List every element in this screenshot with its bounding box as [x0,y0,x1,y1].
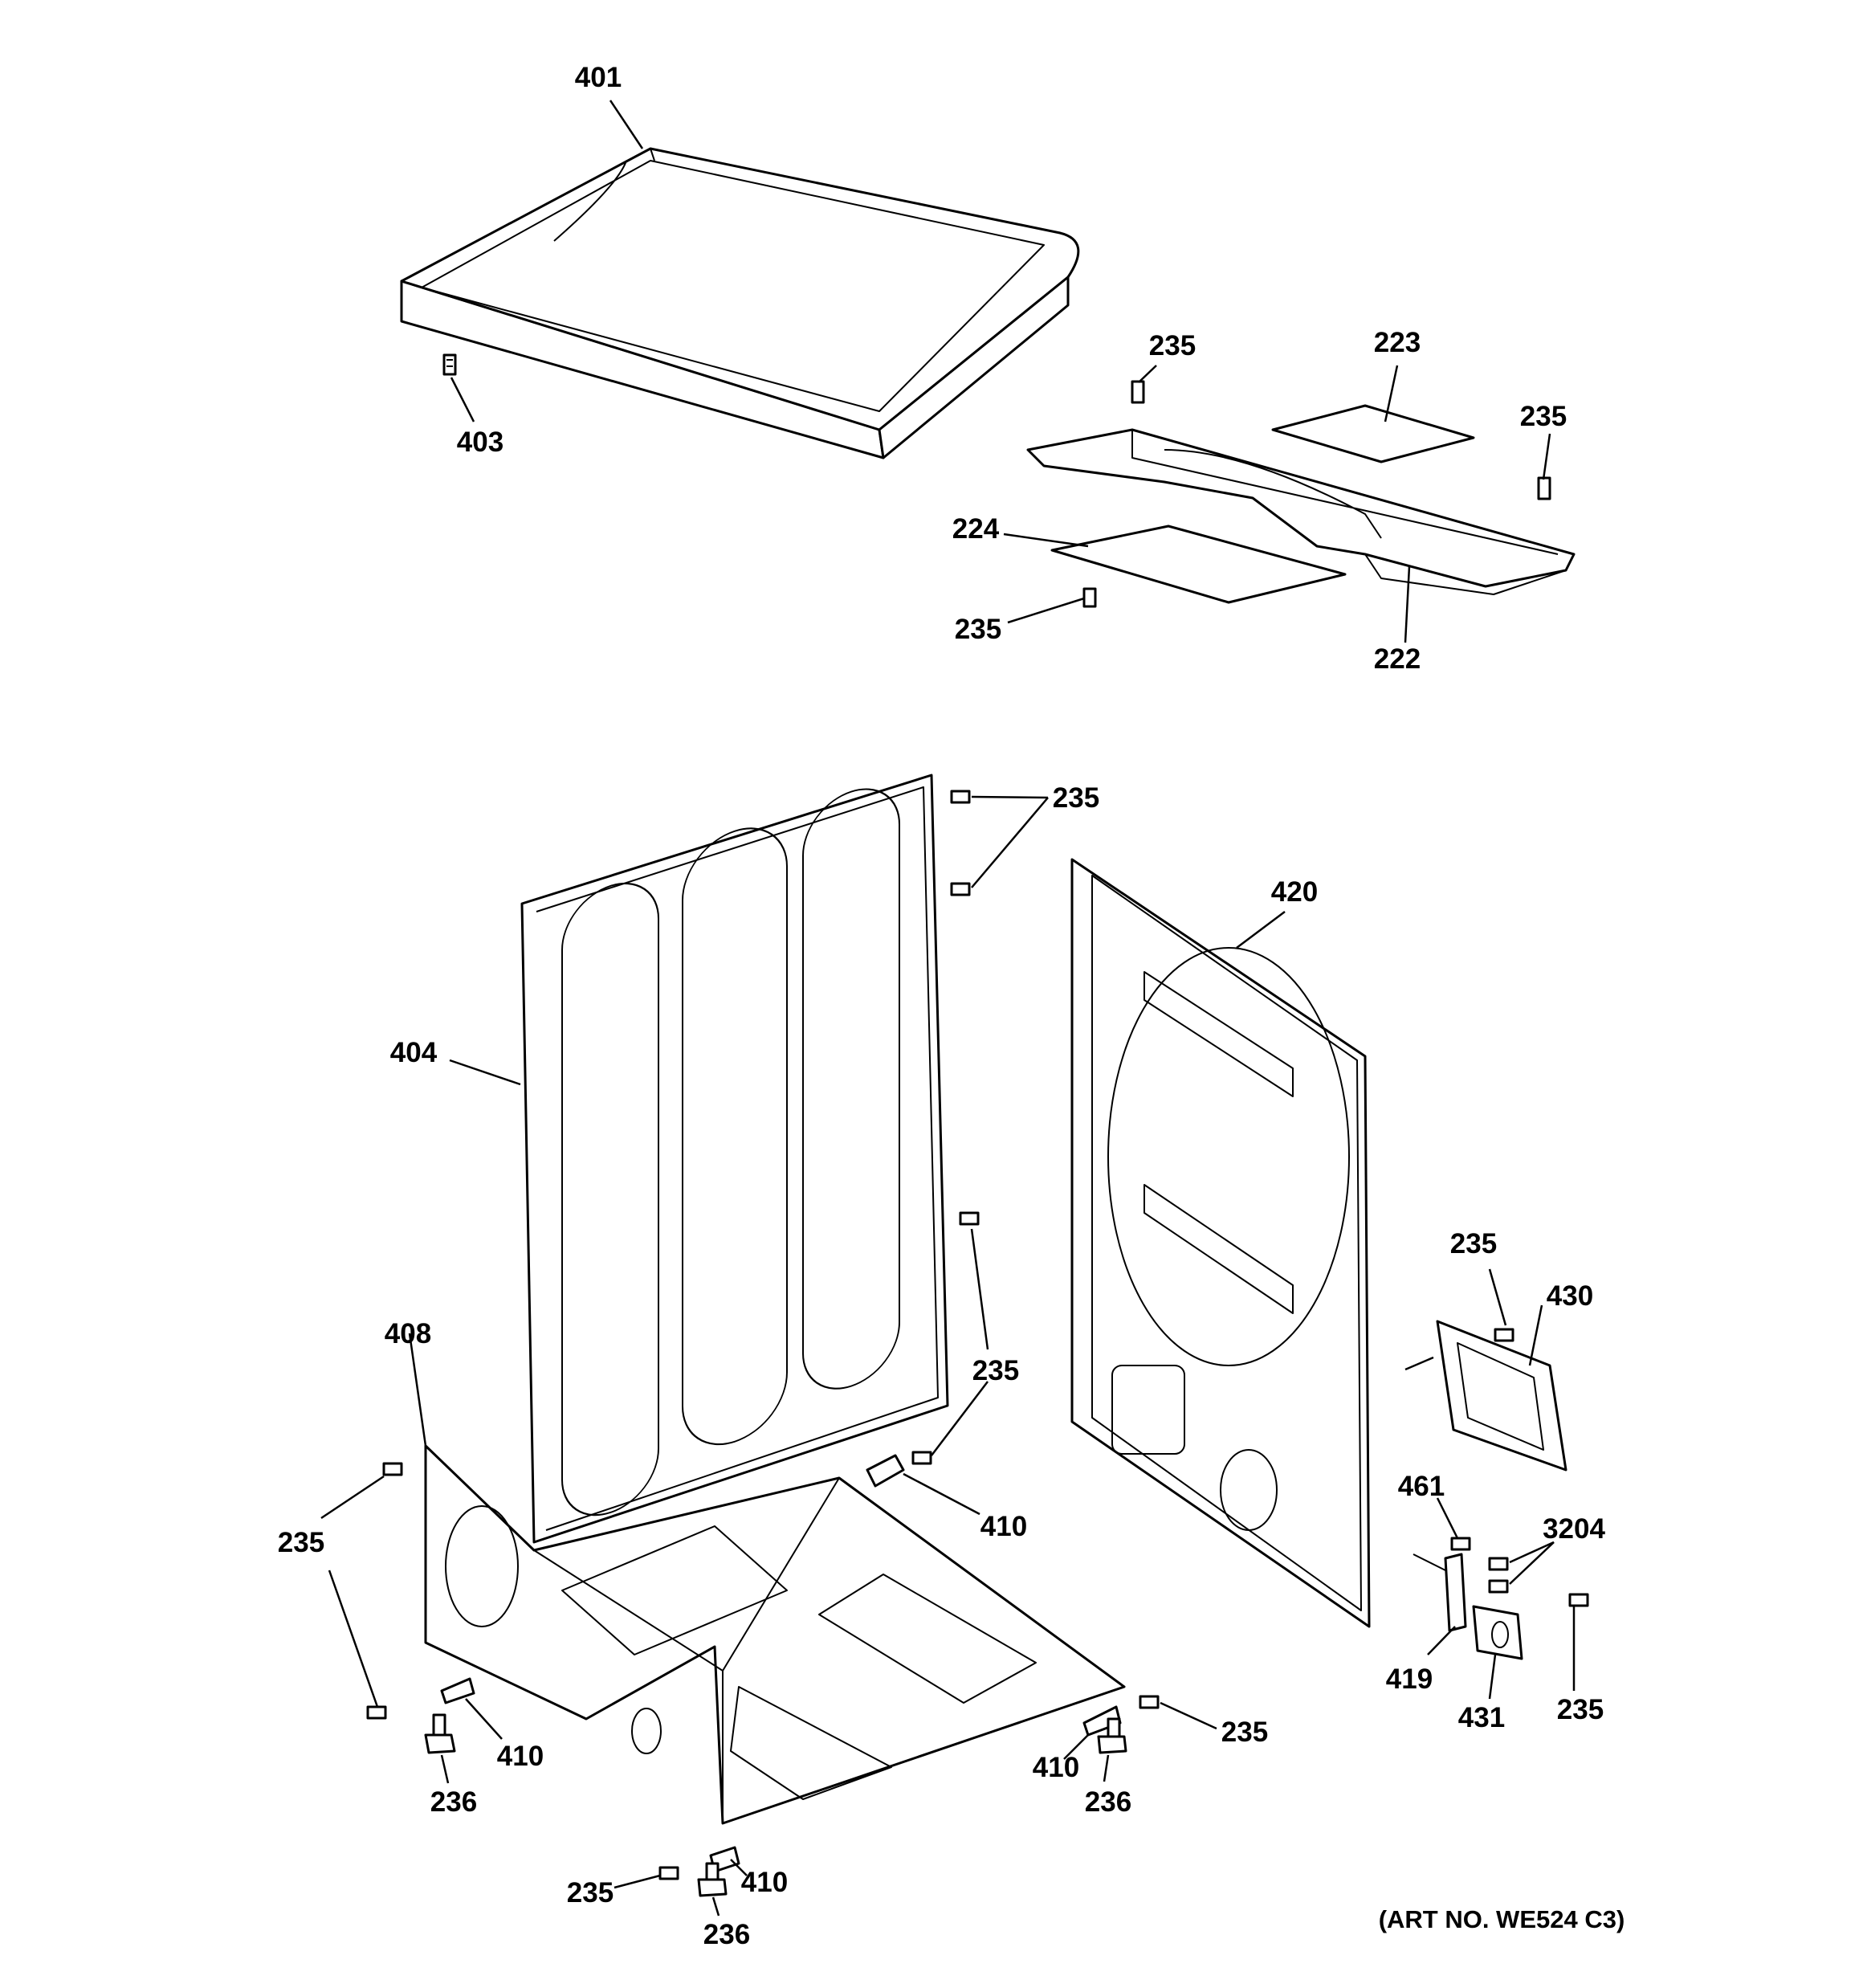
leader-lines [320,100,1576,1917]
front-panel-420-part [1070,858,1371,1628]
block-431-part [1472,1605,1523,1660]
callout-235: 235 [1221,1717,1268,1748]
callout-235: 235 [278,1527,324,1558]
callout-431: 431 [1458,1702,1505,1733]
screw-235 [1082,380,1551,608]
screw-461 [1450,1537,1471,1551]
callout-222: 222 [1374,643,1421,675]
screw-403 [442,353,457,376]
callout-420: 420 [1271,876,1318,908]
callout-410: 410 [1033,1752,1079,1783]
callout-404: 404 [390,1037,438,1068]
callout-410: 410 [741,1867,788,1898]
cover-223-part [1271,404,1475,463]
callout-3204: 3204 [1543,1513,1605,1545]
callout-235: 235 [1520,401,1567,432]
callout-401: 401 [575,62,622,93]
callout-labels: 401 403 235 223 235 224 235 222 235 420 … [278,62,1625,1950]
bracket-222-part [1026,428,1576,595]
callout-430: 430 [1547,1280,1593,1312]
callout-410: 410 [980,1511,1027,1542]
callout-408: 408 [385,1318,431,1349]
base-408-part [424,1444,1126,1825]
callout-224: 224 [952,513,1000,545]
bracket-430-part [1436,1320,1567,1472]
screw-235 [366,790,1589,1880]
callout-235: 235 [567,1877,614,1908]
callout-419: 419 [1386,1663,1433,1695]
callout-235: 235 [1053,782,1099,814]
callout-403: 403 [457,427,503,458]
callout-236: 236 [1085,1786,1131,1818]
screw-3204 [1488,1557,1509,1594]
callout-461: 461 [1398,1471,1445,1502]
callout-410: 410 [497,1741,544,1772]
callout-236: 236 [703,1919,750,1950]
leveling-leg-236 [424,1713,1127,1897]
callout-235: 235 [1149,330,1196,361]
top-cover-part [400,147,1080,459]
callout-235: 235 [955,614,1001,645]
callout-235: 235 [1557,1694,1604,1725]
callout-235: 235 [1450,1228,1497,1259]
callout-223: 223 [1374,327,1421,358]
callout-235: 235 [972,1355,1019,1386]
art-number: (ART NO. WE524 C3) [1379,1905,1625,1933]
callout-236: 236 [430,1786,477,1818]
cover-224-part [1050,525,1347,604]
rear-panel-404-part [520,774,949,1544]
bracket-419-part [1413,1553,1467,1632]
